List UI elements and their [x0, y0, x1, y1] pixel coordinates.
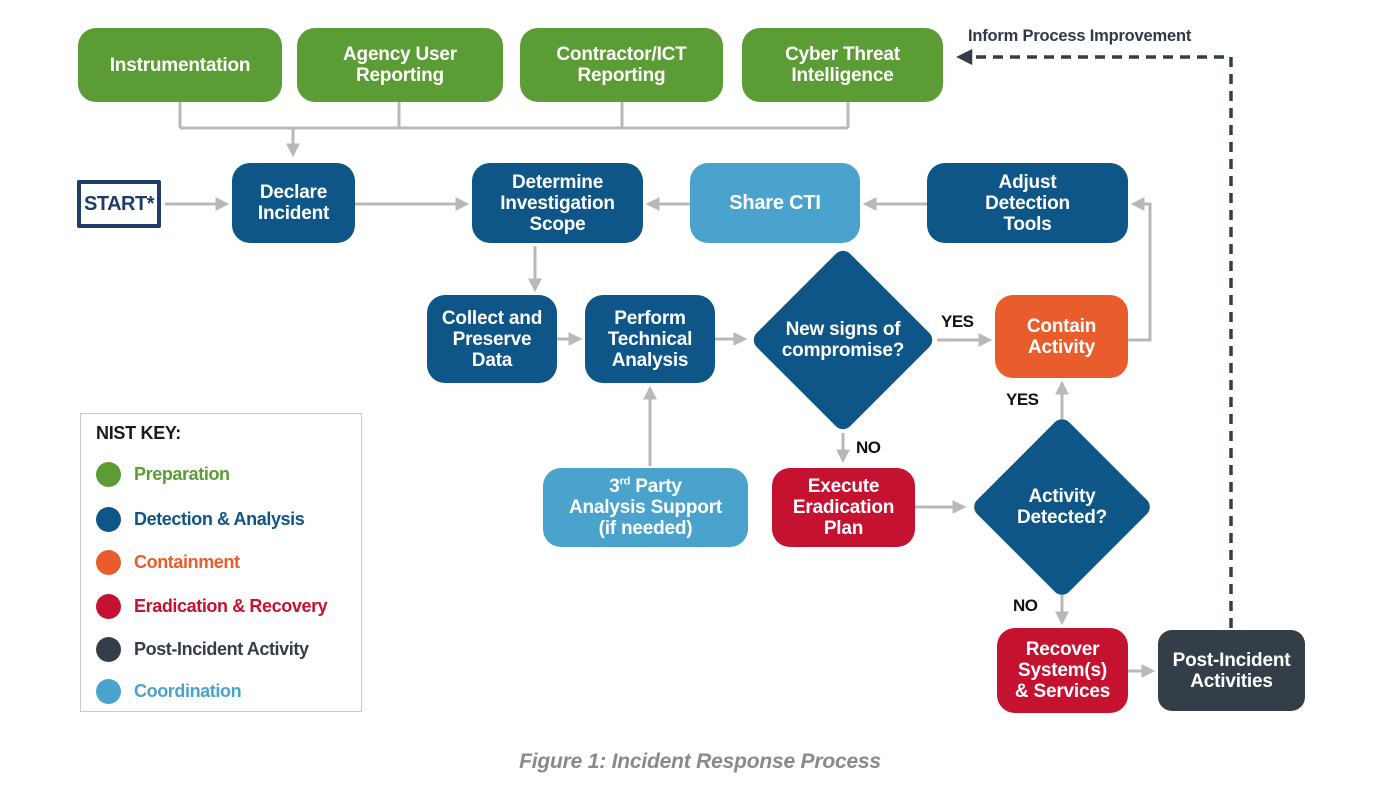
node-declare-incident-label: Declare Incident	[257, 182, 330, 224]
legend-item-detection-analysis: Detection & Analysis	[96, 505, 305, 533]
node-post-incident-activities-label: Post-Incident Activities	[1172, 649, 1291, 692]
legend-item-containment-label: Containment	[134, 551, 240, 572]
nist-key-legend: NIST KEY: Preparation Detection & Analys…	[80, 413, 362, 712]
node-cyber-threat-intelligence-label: Cyber Threat Intelligence	[785, 44, 900, 86]
legend-item-coordination: Coordination	[96, 677, 242, 705]
node-instrumentation-label: Instrumentation	[109, 54, 251, 76]
node-contain-activity-label: Contain Activity	[1026, 315, 1097, 358]
legend-item-post-incident: Post-Incident Activity	[96, 635, 309, 663]
legend-item-post-incident-label: Post-Incident Activity	[134, 638, 309, 659]
node-recover-systems-services: Recover System(s) & Services	[997, 628, 1128, 713]
preparation-dot-icon	[96, 461, 121, 487]
branch-no-activitydetected-label: NO	[1013, 596, 1038, 615]
detection-analysis-dot-icon	[96, 506, 121, 532]
eradication-recovery-dot-icon	[96, 593, 121, 619]
figure-caption: Figure 1: Incident Response Process	[519, 750, 881, 773]
coordination-dot-icon	[96, 678, 121, 704]
node-adjust-detection-tools-label: Adjust Detection Tools	[985, 171, 1070, 235]
node-execute-eradication-plan-label: Execute Eradication Plan	[792, 476, 895, 539]
inform-process-improvement-label: Inform Process Improvement	[968, 27, 1192, 45]
node-perform-technical-analysis-label: Perform Technical Analysis	[607, 307, 693, 371]
node-agency-user-reporting-label: Agency User Reporting	[343, 44, 457, 86]
node-execute-eradication-plan: Execute Eradication Plan	[772, 468, 915, 547]
legend-item-detection-analysis-label: Detection & Analysis	[134, 508, 305, 529]
ordinal-superscript: rd	[619, 475, 631, 488]
legend-item-containment: Containment	[96, 548, 240, 576]
node-collect-preserve-data-label: Collect and Preserve Data	[441, 307, 543, 371]
legend-item-coordination-label: Coordination	[134, 680, 242, 701]
node-share-cti: Share CTI	[690, 163, 860, 243]
node-collect-preserve-data: Collect and Preserve Data	[427, 295, 557, 383]
legend-title: NIST KEY:	[96, 423, 181, 443]
decision-activity-detected-label: Activity Detected?	[1016, 486, 1108, 528]
node-contractor-ict-reporting: Contractor/ICT Reporting	[520, 28, 723, 102]
node-determine-investigation-scope: Determine Investigation Scope	[472, 163, 643, 243]
connector-contain-to-adjust	[1128, 197, 1152, 342]
legend-item-eradication-recovery: Eradication & Recovery	[96, 592, 328, 620]
node-perform-technical-analysis: Perform Technical Analysis	[585, 295, 715, 383]
node-determine-investigation-scope-label: Determine Investigation Scope	[500, 171, 615, 235]
node-adjust-detection-tools: Adjust Detection Tools	[927, 163, 1128, 243]
post-incident-dot-icon	[96, 636, 121, 662]
start-label: START*	[84, 192, 154, 215]
node-post-incident-activities: Post-Incident Activities	[1158, 630, 1305, 711]
legend-item-preparation-label: Preparation	[134, 463, 230, 484]
legend-item-preparation: Preparation	[96, 460, 230, 488]
start-node: START*	[77, 180, 161, 228]
connector-preparation-tree	[178, 102, 850, 130]
legend-item-eradication-recovery-label: Eradication & Recovery	[134, 595, 328, 616]
node-contractor-ict-reporting-label: Contractor/ICT Reporting	[556, 44, 687, 86]
node-agency-user-reporting: Agency User Reporting	[297, 28, 503, 102]
node-contain-activity: Contain Activity	[995, 295, 1128, 378]
node-declare-incident: Declare Incident	[232, 163, 355, 243]
node-cyber-threat-intelligence: Cyber Threat Intelligence	[742, 28, 943, 102]
decision-new-signs-of-compromise-label: New signs of compromise?	[781, 319, 905, 361]
containment-dot-icon	[96, 549, 121, 575]
branch-no-newsigns-label: NO	[856, 438, 881, 457]
node-recover-systems-services-label: Recover System(s) & Services	[1014, 639, 1111, 702]
branch-yes-newsigns-label: YES	[941, 312, 974, 331]
branch-yes-activitydetected-label: YES	[1006, 390, 1039, 409]
node-instrumentation: Instrumentation	[78, 28, 282, 102]
node-share-cti-label: Share CTI	[729, 191, 821, 214]
